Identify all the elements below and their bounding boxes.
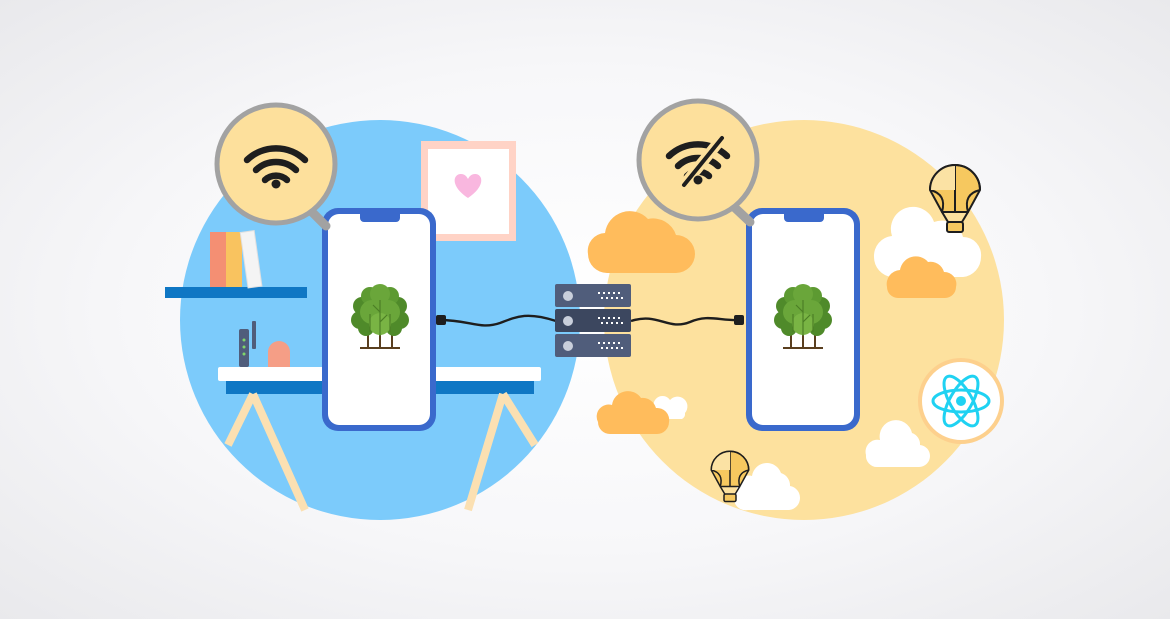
network-cable: [436, 314, 744, 327]
cloud: [587, 211, 695, 273]
react-atom-icon: [931, 374, 991, 428]
left-phone: [322, 208, 436, 431]
wifi-magnifier: [214, 102, 338, 231]
heart-picture-frame: [421, 141, 516, 241]
heart-icon: [454, 174, 482, 198]
vase: [268, 341, 290, 367]
wifi-icon: [243, 145, 309, 184]
cloud: [596, 391, 670, 434]
server-rack-icon: [555, 284, 631, 357]
bookshelf: [165, 230, 307, 298]
router-device: [239, 321, 256, 367]
right-phone: [746, 208, 860, 431]
left-scene: [165, 102, 580, 520]
cloud-group: [653, 206, 982, 511]
right-scene: [604, 98, 1004, 520]
react-badge: [918, 358, 1004, 444]
wifi-off-icon: [665, 132, 731, 191]
desk: [218, 367, 541, 512]
wifi-off-magnifier: [636, 98, 760, 227]
